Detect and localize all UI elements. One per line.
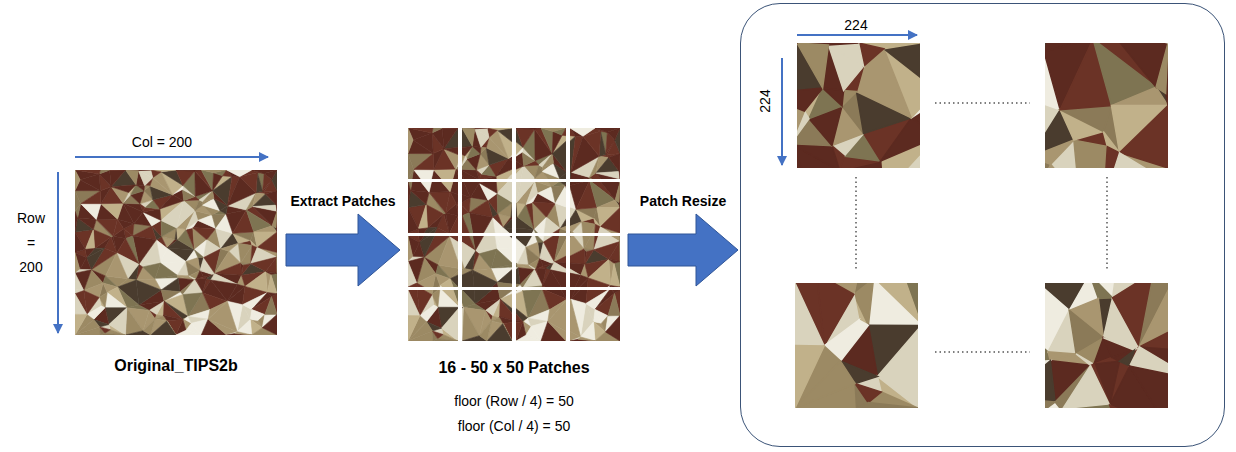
arrow-label: Patch Resize bbox=[640, 193, 726, 210]
patch-grid bbox=[408, 128, 620, 341]
caption: Original_TIPS2b bbox=[114, 356, 238, 375]
dimension-arrow bbox=[57, 172, 59, 333]
resized-patch bbox=[795, 0, 1236, 408]
formula-text: floor (Col / 4) = 50 bbox=[458, 418, 570, 435]
block-arrow bbox=[628, 214, 738, 286]
dimension-label: Col = 200 bbox=[132, 134, 192, 151]
foil-image bbox=[75, 170, 277, 335]
resized-patch bbox=[799, 33, 1236, 452]
ellipsis-dots bbox=[935, 102, 1030, 104]
patch-grid-node: 16 - 50 x 50 Patches floor (Row / 4) = 50… bbox=[404, 124, 624, 446]
dimension-label: 224 bbox=[757, 89, 774, 112]
dimension-arrow bbox=[781, 58, 783, 165]
block-arrow bbox=[286, 214, 400, 286]
dimension-label: Row = 200 bbox=[17, 206, 45, 280]
resize-panel: 224 224 bbox=[740, 3, 1225, 447]
arrow-label: Extract Patches bbox=[290, 193, 395, 210]
ellipsis-dots bbox=[935, 351, 1030, 353]
dimension-arrow bbox=[75, 156, 268, 158]
resized-patches bbox=[674, 0, 1236, 452]
formula-text: floor (Row / 4) = 50 bbox=[454, 393, 573, 410]
patch-tile bbox=[420, 137, 620, 341]
caption: 16 - 50 x 50 Patches bbox=[438, 358, 589, 377]
ellipsis-dots bbox=[1106, 177, 1108, 270]
image-node: Original_TIPS2b bbox=[72, 166, 280, 380]
dimension-arrow bbox=[797, 34, 917, 36]
dimension-label: 224 bbox=[844, 17, 867, 34]
ellipsis-dots bbox=[855, 177, 857, 270]
